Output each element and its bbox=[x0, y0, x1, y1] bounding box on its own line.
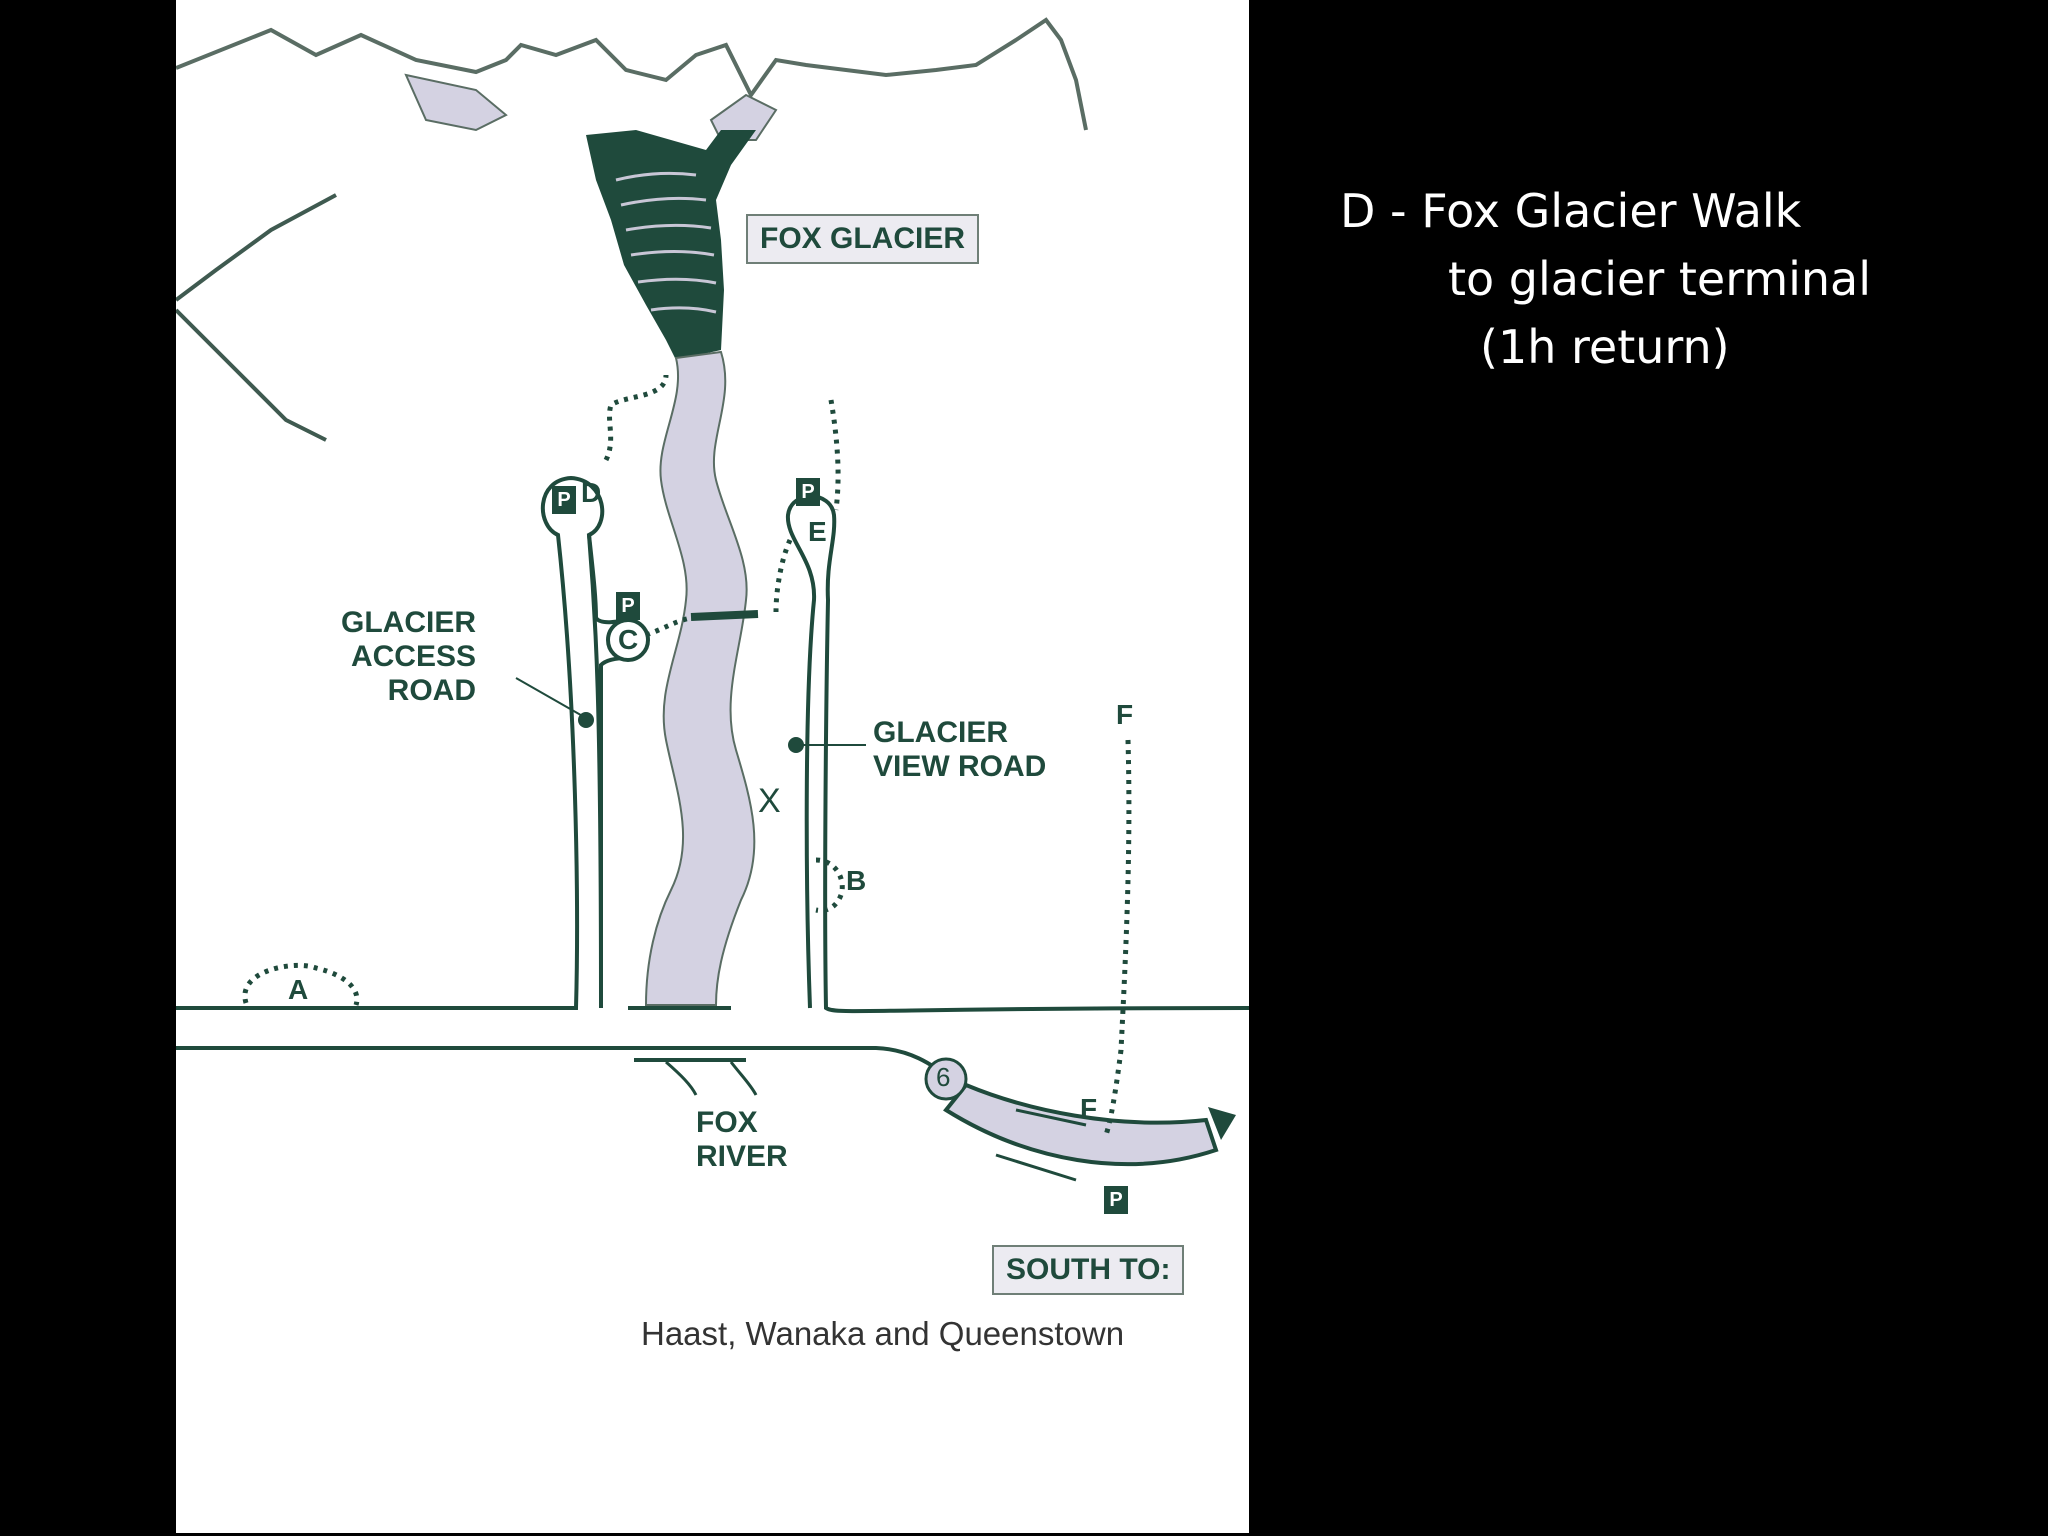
mountain-ridge bbox=[176, 17, 1088, 131]
walk-label-d: D bbox=[581, 477, 602, 508]
carpark-c-loop bbox=[606, 618, 650, 662]
glacier-crevasse-5 bbox=[637, 277, 717, 285]
walk-label-b: B bbox=[846, 865, 867, 896]
track-d bbox=[603, 374, 669, 462]
glacier-ice bbox=[586, 130, 756, 360]
highway-shield-number: 6 bbox=[936, 1062, 951, 1092]
caption-line-2: to glacier terminal bbox=[1448, 252, 1872, 306]
track-f bbox=[1103, 739, 1132, 1136]
caption-line-1: D - Fox Glacier Walk bbox=[1340, 184, 1802, 238]
walk-label-f-road: F bbox=[1080, 1093, 1098, 1124]
glacier-view-road bbox=[785, 494, 1249, 1014]
mountain-ridge-lower-2 bbox=[176, 308, 327, 442]
fox-glacier-label: FOX GLACIER bbox=[746, 214, 980, 264]
access-road-spur bbox=[599, 656, 629, 1008]
river-pointer-2 bbox=[729, 1061, 758, 1096]
parking-icon-d: P bbox=[552, 486, 576, 514]
highway-shield bbox=[924, 1057, 968, 1101]
highway-arrow bbox=[1208, 1107, 1236, 1140]
access-road-pointer bbox=[515, 677, 587, 719]
fox-river bbox=[644, 350, 756, 1006]
walk-label-f-top: F bbox=[1116, 699, 1134, 730]
fox-river-line-1: FOX bbox=[696, 1106, 758, 1139]
parking-icon-highway: P bbox=[1104, 1186, 1128, 1214]
access-road-line-1: GLACIER bbox=[341, 606, 476, 639]
south-to-label: SOUTH TO: bbox=[992, 1245, 1185, 1295]
access-road-line-2: ACCESS bbox=[350, 640, 476, 673]
walk-caption: D - Fox Glacier Walk to glacier terminal… bbox=[1340, 177, 1871, 381]
mountain-ridge-lower bbox=[176, 193, 337, 302]
view-road-dot bbox=[788, 737, 804, 753]
parking-icon-e: P bbox=[796, 478, 820, 506]
glacier-access-road bbox=[176, 475, 605, 1010]
glacier-crevasse-6 bbox=[650, 306, 717, 314]
track-a bbox=[242, 962, 360, 1006]
footbridge bbox=[690, 610, 759, 621]
glacier-crevasse-1 bbox=[615, 171, 697, 182]
fox-river-label: FOX RIVER bbox=[696, 1106, 788, 1174]
road-edge-p bbox=[995, 1153, 1077, 1182]
river-pointer-1 bbox=[665, 1060, 698, 1096]
glacier-view-road-label: GLACIER VIEW ROAD bbox=[873, 716, 1046, 784]
glacier-access-road-label: GLACIER ACCESS ROAD bbox=[336, 606, 476, 708]
map-drawing bbox=[176, 17, 1249, 1182]
view-road-line-2: VIEW ROAD bbox=[873, 750, 1047, 783]
glacier-crevasse-2 bbox=[620, 196, 707, 207]
map-panel: FOX GLACIER GLACIER ACCESS ROAD GLACIER … bbox=[176, 0, 1249, 1533]
fox-river-line-2: RIVER bbox=[696, 1140, 788, 1173]
destinations-text: Haast, Wanaka and Queenstown bbox=[641, 1315, 1125, 1352]
glacier-crevasse-4 bbox=[630, 250, 715, 257]
walk-label-a: A bbox=[288, 974, 309, 1005]
parking-icon-c: P bbox=[616, 592, 640, 620]
walk-label-c: C bbox=[618, 624, 639, 655]
access-road-dot bbox=[578, 712, 594, 728]
river-marker-x: X bbox=[758, 782, 781, 820]
track-e bbox=[773, 399, 841, 613]
walk-label-e: E bbox=[808, 516, 827, 547]
view-road-line-1: GLACIER bbox=[873, 716, 1008, 749]
access-road-line-3: ROAD bbox=[387, 674, 476, 707]
snowfield-left bbox=[404, 73, 508, 132]
caption-line-3: (1h return) bbox=[1480, 320, 1730, 374]
glacier-crevasse-3 bbox=[625, 223, 712, 232]
track-b bbox=[815, 857, 845, 913]
road-edge-f bbox=[1015, 1108, 1087, 1127]
